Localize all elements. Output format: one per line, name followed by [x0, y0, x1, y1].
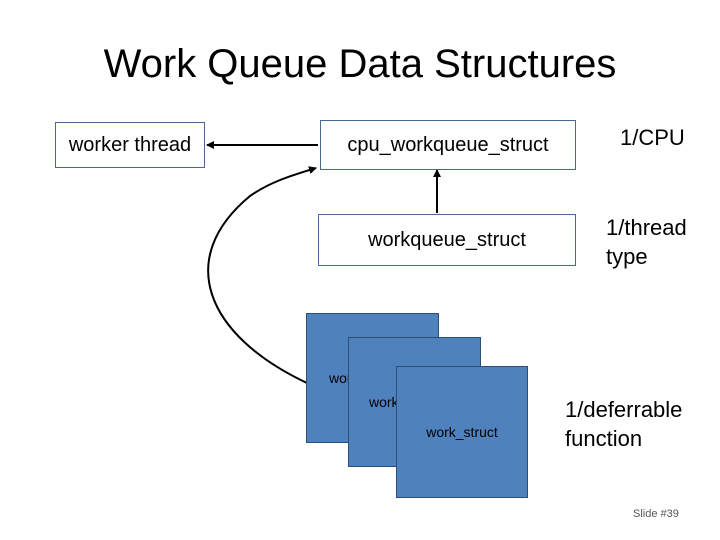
per-function-annotation: 1/deferrable function [565, 397, 683, 451]
worker-thread-label: worker thread [68, 133, 192, 156]
cpu-workqueue-struct-label: cpu_workqueue_struct [347, 133, 549, 156]
per-thread-type-annotation: 1/thread type [606, 215, 687, 269]
worker-thread-box: worker thread [55, 122, 205, 168]
arrow-work-to-cpu [207, 166, 317, 384]
cpu-workqueue-struct-box: cpu_workqueue_struct [320, 120, 576, 170]
slide-number: Slide #39 [633, 508, 679, 520]
per-cpu-annotation: 1/CPU [620, 125, 685, 150]
work-struct-box-3: work_struct [396, 366, 528, 498]
workqueue-struct-box: workqueue_struct [318, 214, 576, 266]
workqueue-struct-label: workqueue_struct [368, 228, 526, 251]
work-struct-label-3: work_struct [426, 424, 498, 440]
slide-title: Work Queue Data Structures [103, 42, 617, 86]
